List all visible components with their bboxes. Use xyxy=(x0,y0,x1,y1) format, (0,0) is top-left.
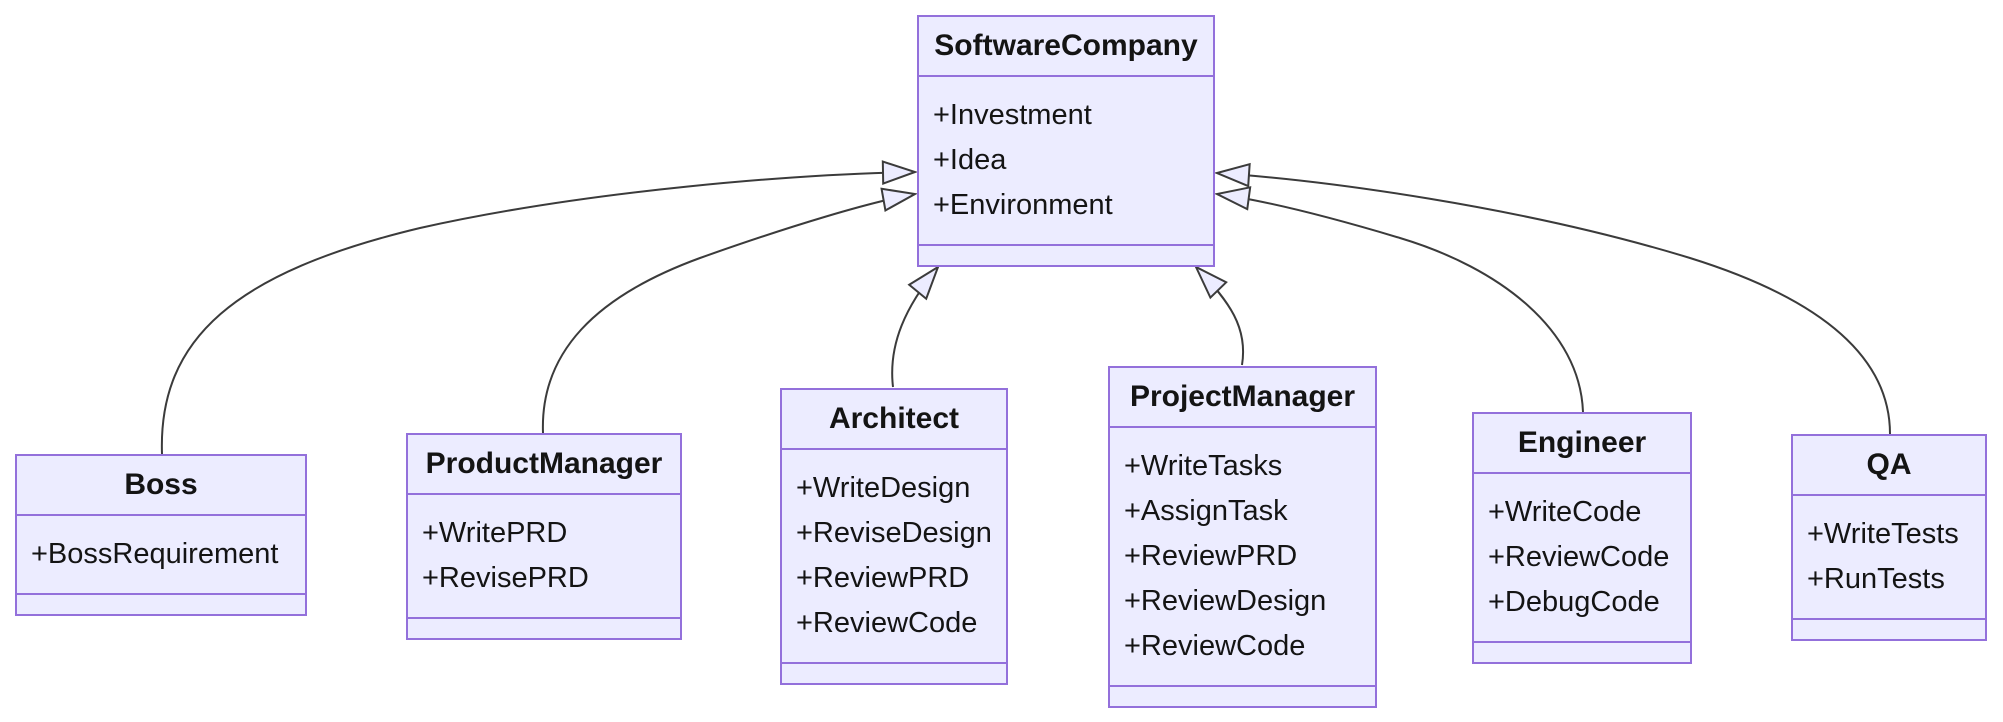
class-attribute: +ReviewCode xyxy=(796,607,978,639)
inheritance-edge-productmanager xyxy=(541,194,915,434)
class-title: ProductManager xyxy=(408,435,680,495)
inheritance-edge-projectmanager xyxy=(1196,267,1245,366)
class-title: Engineer xyxy=(1474,414,1690,474)
inheritance-edge-architect xyxy=(891,267,938,388)
class-attribute: +WriteTasks xyxy=(1124,450,1283,482)
inheritance-edge-boss xyxy=(160,172,915,455)
class-attributes: +WritePRD +RevisePRD xyxy=(408,495,680,617)
class-methods-section xyxy=(782,662,1006,683)
class-attribute: +BossRequirement xyxy=(31,538,279,570)
class-attribute: +ReviewPRD xyxy=(796,562,970,594)
class-attributes: +WriteDesign +ReviseDesign +ReviewPRD +R… xyxy=(782,450,1006,662)
class-attribute: +RunTests xyxy=(1807,563,1945,595)
class-box-qa: QA +WriteTests +RunTests xyxy=(1791,434,1987,641)
class-attributes: +WriteCode +ReviewCode +DebugCode xyxy=(1474,474,1690,641)
class-attribute: +WriteTests xyxy=(1807,518,1959,550)
class-attribute: +WritePRD xyxy=(422,517,568,549)
class-attribute: +WriteCode xyxy=(1488,496,1642,528)
class-attributes: +BossRequirement xyxy=(17,516,305,593)
class-title: ProjectManager xyxy=(1110,368,1375,428)
class-attribute: +ReviewCode xyxy=(1488,541,1670,573)
class-title: Boss xyxy=(17,456,305,516)
class-attributes: +WriteTests +RunTests xyxy=(1793,496,1985,618)
class-methods-section xyxy=(1793,618,1985,639)
class-box-boss: Boss +BossRequirement xyxy=(15,454,307,616)
class-attribute: +Investment xyxy=(933,99,1092,131)
class-attribute: +Environment xyxy=(933,189,1113,221)
class-attribute: +ReviseDesign xyxy=(796,517,992,549)
class-box-engineer: Engineer +WriteCode +ReviewCode +DebugCo… xyxy=(1472,412,1692,664)
class-attribute: +DebugCode xyxy=(1488,586,1660,618)
class-methods-section xyxy=(17,593,305,614)
class-methods-section xyxy=(408,617,680,638)
class-box-softwarecompany: SoftwareCompany +Investment +Idea +Envir… xyxy=(917,15,1215,267)
class-methods-section xyxy=(919,244,1213,265)
class-title: QA xyxy=(1793,436,1985,496)
inheritance-edge-qa xyxy=(1217,173,1891,435)
class-attributes: +WriteTasks +AssignTask +ReviewPRD +Revi… xyxy=(1110,428,1375,685)
class-attribute: +ReviewPRD xyxy=(1124,540,1298,572)
class-title: SoftwareCompany xyxy=(919,17,1213,77)
inheritance-edge-engineer xyxy=(1217,194,1584,413)
class-attribute: +ReviewCode xyxy=(1124,630,1306,662)
class-attribute: +ReviewDesign xyxy=(1124,585,1327,617)
class-attributes: +Investment +Idea +Environment xyxy=(919,77,1213,244)
class-attribute: +Idea xyxy=(933,144,1007,176)
class-attribute: +AssignTask xyxy=(1124,495,1288,527)
class-box-productmanager: ProductManager +WritePRD +RevisePRD xyxy=(406,433,682,640)
class-methods-section xyxy=(1474,641,1690,662)
class-box-architect: Architect +WriteDesign +ReviseDesign +Re… xyxy=(780,388,1008,685)
class-attribute: +WriteDesign xyxy=(796,472,971,504)
class-attribute: +RevisePRD xyxy=(422,562,589,594)
class-box-projectmanager: ProjectManager +WriteTasks +AssignTask +… xyxy=(1108,366,1377,708)
class-methods-section xyxy=(1110,685,1375,706)
class-title: Architect xyxy=(782,390,1006,450)
